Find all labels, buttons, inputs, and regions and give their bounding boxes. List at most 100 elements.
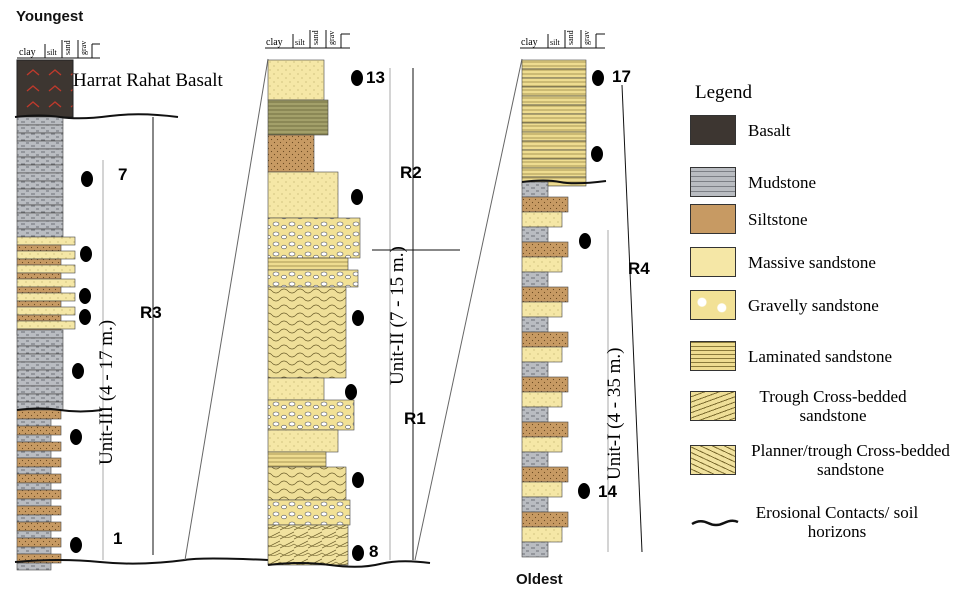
mudstone-layer [17, 531, 51, 538]
mudstone-swatch [690, 167, 736, 197]
unit-label: Unit-II (7 - 15 m.) [387, 246, 408, 385]
lithology-layer [268, 500, 350, 525]
laminated-layer [522, 168, 586, 177]
mudstone-layer [17, 189, 63, 197]
sandstone-layer [17, 251, 75, 259]
correlation-line [185, 59, 268, 560]
mudstone-layer [17, 346, 63, 354]
mudstone-layer [17, 141, 63, 149]
sandstone-layer [17, 307, 75, 315]
sample-label: 13 [366, 68, 385, 87]
mudstone-layer [17, 205, 63, 213]
laminated-layer [522, 105, 586, 114]
mudstone-layer [17, 362, 63, 370]
mudstone-layer [17, 370, 63, 378]
lithology-layer [522, 512, 568, 527]
siltstone-swatch [690, 204, 736, 234]
laminated-layer [522, 150, 586, 159]
lithology-layer [522, 407, 548, 422]
lithology-layer [268, 378, 324, 400]
mudstone-layer [17, 330, 63, 338]
lithology-layer [522, 452, 548, 467]
sample-dot [70, 537, 82, 553]
sample-dot [80, 246, 92, 262]
grain-scale-3: clay silt sand grav [520, 30, 605, 48]
lithology-layer [268, 452, 326, 467]
scale-gravel: grav [79, 41, 88, 55]
column-unit-iii: clay silt sand grav Harrat Rahat Basalt … [15, 40, 268, 570]
sample-label: 17 [612, 67, 631, 86]
col1-layers [17, 117, 75, 570]
mudstone-layer [17, 157, 63, 165]
siltstone-layer [17, 426, 61, 435]
scale-clay: clay [19, 47, 36, 58]
range-label: R1 [404, 409, 426, 428]
lithology-layer [268, 172, 338, 218]
legend-item-planar-trough: Planner/trough Cross-bedded sandstone [690, 441, 953, 479]
legend-item-trough-cross-bedded: Trough Cross-bedded sandstone [690, 387, 918, 425]
siltstone-layer [17, 273, 61, 279]
legend-label: Laminated sandstone [748, 347, 892, 366]
mudstone-layer [17, 149, 63, 157]
siltstone-layer [17, 506, 61, 515]
sample-dot [345, 384, 357, 400]
lithology-layer [522, 182, 548, 197]
lithology-layer [522, 377, 568, 392]
lithology-layer [522, 482, 562, 497]
mudstone-layer [17, 499, 51, 506]
mudstone-layer [17, 133, 63, 141]
sandstone-layer [17, 237, 75, 245]
oldest-label: Oldest [516, 571, 563, 588]
legend-title: Legend [695, 82, 752, 104]
laminated-layer [522, 132, 586, 141]
sample-label: 1 [113, 529, 122, 548]
lithology-layer [268, 287, 346, 378]
mudstone-layer [17, 173, 63, 181]
mudstone-layer [17, 394, 63, 402]
scale-silt: silt [295, 38, 306, 47]
lithology-layer [522, 227, 548, 242]
siltstone-layer [17, 458, 61, 467]
youngest-label: Youngest [16, 8, 83, 25]
siltstone-layer [17, 315, 61, 321]
legend-item-mudstone: Mudstone [690, 167, 816, 197]
lithology-layer [522, 302, 562, 317]
siltstone-layer [17, 287, 61, 293]
mudstone-layer [17, 181, 63, 189]
lithology-layer [268, 525, 348, 565]
trough-cross-bedded-swatch [690, 391, 736, 421]
mudstone-layer [17, 338, 63, 346]
mudstone-layer [17, 435, 51, 442]
legend-label: Erosional Contacts/ soil horizons [752, 503, 922, 541]
mudstone-layer [17, 467, 51, 474]
sample-label: 8 [369, 542, 378, 561]
lithology-layer [522, 467, 568, 482]
lithology-layer [522, 527, 562, 542]
lithology-layer [268, 467, 346, 500]
mudstone-layer [17, 165, 63, 173]
column-unit-i: clay silt sand grav Unit-I (4 - 35 m.) R… [520, 30, 650, 557]
lithology-layer [268, 430, 338, 452]
mudstone-layer [17, 125, 63, 133]
sample-dot [591, 146, 603, 162]
sandstone-layer [17, 279, 75, 287]
laminated-layer [522, 114, 586, 123]
legend-label: Basalt [748, 121, 791, 140]
scale-gravel: grav [327, 31, 336, 45]
sample-dot [592, 70, 604, 86]
laminated-layer [522, 78, 586, 87]
massive-sandstone-swatch [690, 247, 736, 277]
lithology-layer [522, 392, 562, 407]
legend-label: Mudstone [748, 173, 816, 192]
laminated-layer [522, 141, 586, 150]
sample-label: 14 [598, 482, 617, 501]
laminated-layer [522, 60, 586, 69]
lithology-layer [522, 332, 568, 347]
range-label: R4 [628, 259, 650, 278]
basalt-layer [17, 60, 73, 117]
siltstone-layer [17, 259, 61, 265]
sample-dot [79, 309, 91, 325]
siltstone-layer [17, 474, 61, 483]
laminated-layer [522, 69, 586, 78]
grain-scale-1: clay silt sand grav [17, 40, 100, 58]
